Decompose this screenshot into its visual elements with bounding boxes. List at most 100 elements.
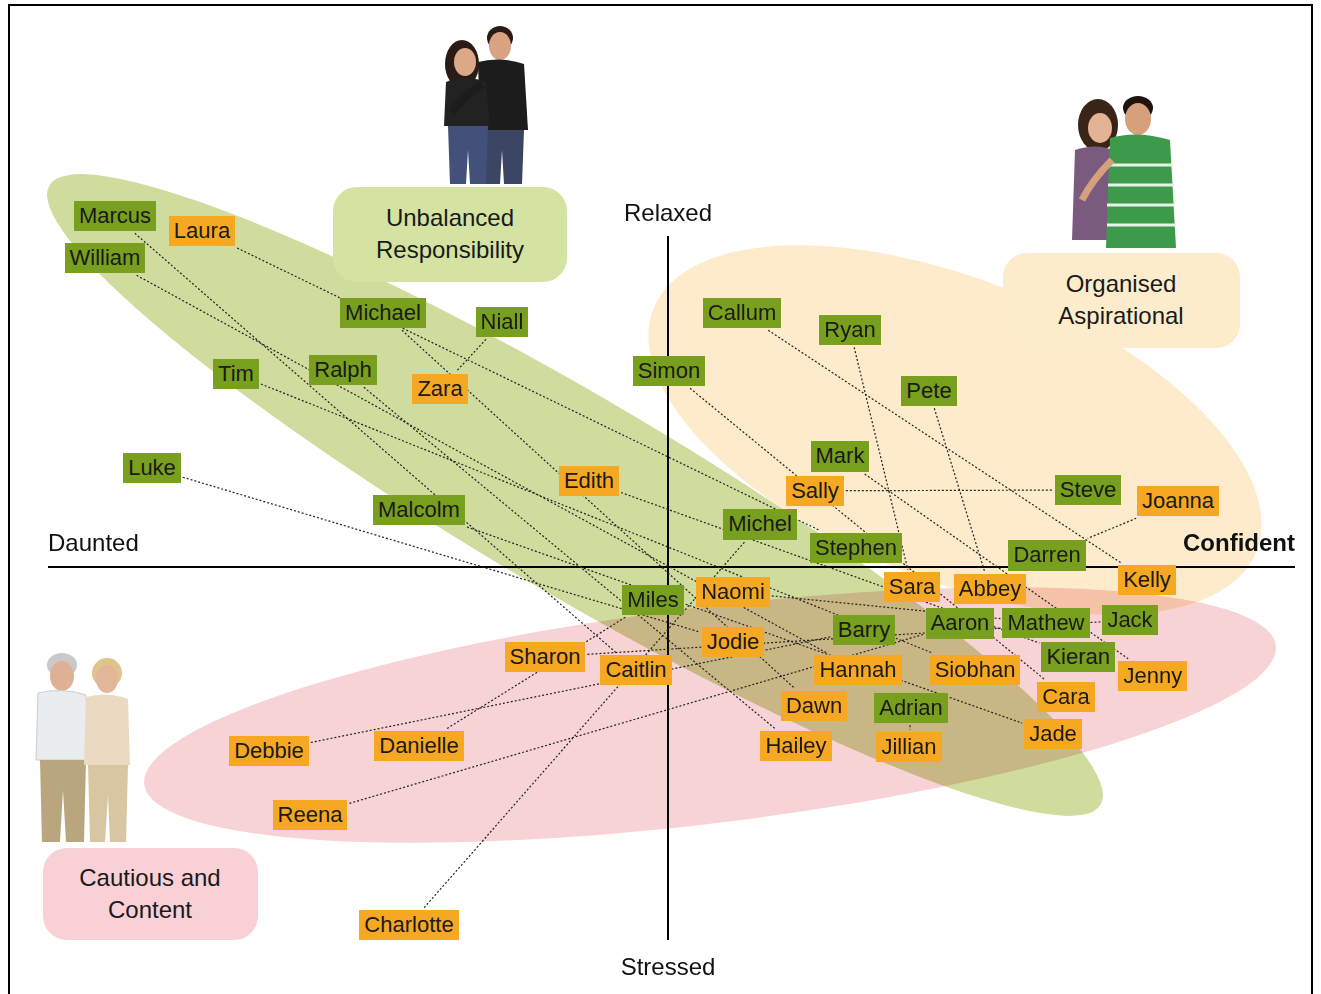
axis-label: Relaxed — [624, 199, 712, 227]
person-name: Malcolm — [378, 496, 460, 525]
person-box: Mathew — [1002, 608, 1089, 639]
person-name: Kieran — [1046, 643, 1110, 672]
person-box: Sara — [884, 572, 940, 603]
shirt — [36, 690, 88, 760]
couple-photo — [1072, 96, 1176, 248]
person-name: Edith — [564, 467, 614, 496]
person-box: Barry — [833, 615, 896, 646]
person-box: Zara — [412, 374, 467, 405]
segment-name: Cautious and Content — [55, 862, 246, 927]
person-name: Miles — [627, 586, 678, 615]
person-box: Naomi — [696, 577, 770, 608]
couple-link — [768, 330, 1121, 562]
person-name: Simon — [638, 357, 700, 386]
person-box: Jack — [1102, 605, 1157, 636]
person-name: Debbie — [234, 737, 304, 766]
couple-link — [846, 490, 1053, 492]
person-name: Jenny — [1123, 662, 1182, 691]
person-box: Reena — [273, 800, 348, 831]
person-name: Marcus — [79, 202, 151, 231]
person-box: Caitlin — [600, 655, 671, 686]
person-name: Hannah — [819, 656, 896, 685]
person-box: Jillian — [876, 732, 941, 763]
person-name: Sara — [889, 573, 935, 602]
legs — [484, 130, 524, 184]
person-name: Michel — [728, 510, 792, 539]
person-name: Tim — [218, 360, 254, 389]
segment-region — [131, 538, 1289, 891]
couple-link — [137, 275, 827, 652]
axis-label-text: Daunted — [48, 529, 139, 557]
person-box: Mark — [811, 441, 870, 472]
person-box: Charlotte — [359, 910, 458, 941]
person-name: Jade — [1029, 720, 1077, 749]
arm — [1082, 160, 1112, 200]
couple-link — [1088, 518, 1137, 538]
person-name: Dawn — [786, 692, 842, 721]
couple-link — [237, 248, 820, 531]
person-box: Aaron — [926, 608, 995, 639]
person-box: Callum — [703, 298, 781, 329]
axis-label-text: Relaxed — [624, 199, 712, 227]
person-name: Jack — [1107, 606, 1152, 635]
couple-link — [467, 527, 1022, 723]
shirt-stripes — [1107, 165, 1176, 225]
person-box: Malcolm — [373, 495, 465, 526]
person-name: Naomi — [701, 578, 765, 607]
person-box: Tim — [213, 359, 259, 390]
axis-label-text: Stressed — [621, 953, 716, 981]
person-box: Debbie — [229, 736, 309, 767]
person-box: Sally — [786, 476, 844, 507]
person-box: Edith — [559, 466, 619, 497]
couple-link — [183, 477, 700, 632]
person-box: Siobhan — [930, 655, 1021, 686]
person-name: Charlotte — [364, 911, 453, 940]
person-name: Cara — [1042, 683, 1090, 712]
couple-link — [456, 339, 486, 371]
couple-link — [934, 408, 984, 571]
segment-label: Unbalanced Responsibility — [333, 187, 567, 282]
person-box: Simon — [633, 356, 705, 387]
couple-link — [349, 634, 923, 803]
face — [96, 665, 118, 693]
person-box: Hailey — [760, 731, 831, 762]
couple-link — [364, 387, 775, 728]
segment-name: Unbalanced Responsibility — [345, 202, 555, 267]
person-box: Marcus — [74, 201, 156, 232]
segment-name: Organised Aspirational — [1015, 268, 1228, 333]
person-name: Siobhan — [935, 656, 1016, 685]
person-name: Laura — [174, 217, 230, 246]
legs — [40, 760, 86, 842]
person-box: Luke — [123, 453, 181, 484]
arm — [452, 84, 482, 112]
person-name: Barry — [838, 616, 891, 645]
face — [1088, 113, 1112, 143]
person-box: Abbey — [954, 574, 1026, 605]
face — [50, 661, 74, 691]
body — [84, 694, 130, 765]
legs — [88, 765, 128, 842]
person-name: Ralph — [314, 356, 371, 385]
couple-photo — [36, 653, 130, 842]
face — [1125, 103, 1151, 135]
person-name: Mathew — [1007, 609, 1084, 638]
axis-label: Daunted — [48, 529, 139, 557]
person-box: Michael — [340, 298, 426, 329]
person-box: Jodie — [702, 627, 765, 658]
person-box: Darren — [1008, 540, 1085, 571]
person-box: Steve — [1055, 475, 1121, 506]
axis-label: Confident — [1183, 529, 1295, 557]
person-box: Hannah — [814, 655, 901, 686]
couple-link — [909, 725, 910, 729]
person-name: Abbey — [959, 575, 1021, 604]
person-name: Jillian — [881, 733, 936, 762]
person-name: Stephen — [815, 534, 897, 563]
person-name: Steve — [1060, 476, 1116, 505]
person-box: Jade — [1024, 719, 1082, 750]
person-box: Kelly — [1118, 565, 1176, 596]
person-box: Michel — [723, 509, 797, 540]
person-name: Danielle — [379, 732, 459, 761]
person-name: Luke — [128, 454, 176, 483]
